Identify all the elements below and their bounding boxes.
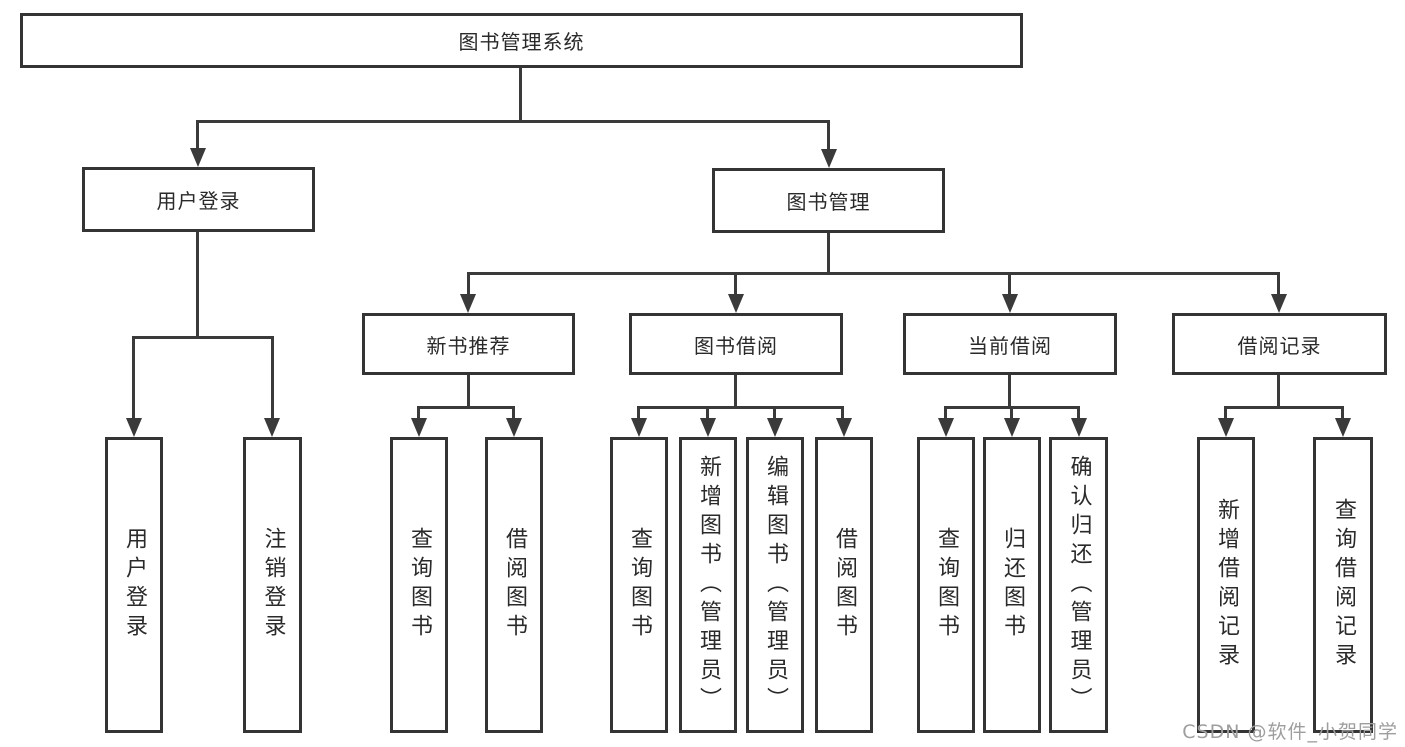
arrowhead-down-icon [631, 418, 647, 437]
connector-line [637, 406, 844, 409]
leaf-query-books-3: 查询图书 [917, 437, 975, 733]
node-borrow-records: 借阅记录 [1172, 313, 1387, 375]
node-current-borrowing: 当前借阅 [903, 313, 1117, 375]
connector-line [467, 375, 470, 409]
arrowhead-down-icon [1071, 418, 1087, 437]
leaf-confirm-return-admin: 确认归还（管理员） [1049, 437, 1108, 733]
connector-line [1277, 272, 1280, 297]
connector-line [706, 406, 709, 421]
leaf-label: 借阅图书 [502, 527, 527, 643]
leaf-label: 查询借阅记录 [1331, 498, 1356, 672]
connector-line [1224, 406, 1227, 421]
leaf-add-book-admin: 新增图书（管理员） [679, 437, 737, 733]
arrowhead-down-icon [264, 418, 280, 437]
connector-line [467, 272, 470, 297]
arrowhead-down-icon [836, 418, 852, 437]
connector-line [944, 406, 947, 421]
connector-line [773, 406, 776, 421]
connector-line [827, 233, 830, 275]
connector-line [1077, 406, 1080, 421]
node-user-login: 用户登录 [82, 167, 315, 232]
node-library-system: 图书管理系统 [20, 13, 1023, 68]
connector-line [196, 120, 830, 123]
leaf-query-books-2: 查询图书 [610, 437, 668, 733]
watermark: CSDN @软件_小贺同学 [1182, 721, 1398, 743]
leaf-user-login: 用户登录 [105, 437, 163, 733]
arrowhead-down-icon [411, 418, 427, 437]
connector-line [1008, 375, 1011, 409]
connector-line [417, 406, 420, 421]
connector-line [1010, 406, 1013, 421]
leaf-add-borrow-record: 新增借阅记录 [1197, 437, 1255, 733]
leaf-edit-book-admin: 编辑图书（管理员） [746, 437, 804, 733]
node-book-borrowing: 图书借阅 [629, 313, 843, 375]
arrowhead-down-icon [821, 149, 837, 168]
arrowhead-down-icon [767, 418, 783, 437]
leaf-label: 编辑图书（管理员） [763, 454, 788, 716]
arrowhead-down-icon [1271, 294, 1287, 313]
connector-line [734, 272, 737, 297]
connector-line [512, 406, 515, 421]
connector-line [196, 120, 199, 151]
arrowhead-down-icon [1218, 418, 1234, 437]
connector-line [1224, 406, 1344, 409]
leaf-query-books-1: 查询图书 [390, 437, 448, 733]
arrowhead-down-icon [1335, 418, 1351, 437]
connector-line [827, 120, 830, 151]
leaf-label: 借阅图书 [832, 527, 857, 643]
connector-line [132, 336, 135, 421]
connector-line [734, 375, 737, 409]
arrowhead-down-icon [126, 418, 142, 437]
connector-line [1008, 272, 1011, 297]
connector-line [417, 406, 515, 409]
arrowhead-down-icon [460, 294, 476, 313]
leaf-label: 新增图书（管理员） [696, 454, 721, 716]
connector-line [467, 272, 1280, 275]
leaf-query-borrow-record: 查询借阅记录 [1313, 437, 1373, 733]
connector-line [519, 68, 522, 122]
connector-line [1341, 406, 1344, 421]
arrowhead-down-icon [190, 148, 206, 167]
leaf-label: 查询图书 [627, 527, 652, 643]
leaf-label: 注销登录 [260, 527, 286, 643]
leaf-logout: 注销登录 [243, 437, 302, 733]
connector-line [841, 406, 844, 421]
leaf-borrow-books-2: 借阅图书 [815, 437, 873, 733]
leaf-label: 查询图书 [934, 527, 959, 643]
leaf-label: 归还图书 [1000, 527, 1025, 643]
arrowhead-down-icon [728, 294, 744, 313]
leaf-borrow-books-1: 借阅图书 [485, 437, 543, 733]
leaf-label: 查询图书 [407, 527, 432, 643]
node-book-management: 图书管理 [712, 168, 945, 233]
leaf-return-book: 归还图书 [983, 437, 1041, 733]
arrowhead-down-icon [700, 418, 716, 437]
leaf-label: 用户登录 [122, 527, 147, 643]
arrowhead-down-icon [506, 418, 522, 437]
node-new-book-recommend: 新书推荐 [362, 313, 575, 375]
connector-line [1277, 375, 1280, 409]
connector-line [132, 336, 274, 339]
arrowhead-down-icon [1004, 418, 1020, 437]
arrowhead-down-icon [1002, 294, 1018, 313]
connector-line [271, 336, 274, 421]
leaf-label: 确认归还（管理员） [1066, 454, 1092, 716]
leaf-label: 新增借阅记录 [1214, 498, 1239, 672]
connector-line [196, 232, 199, 339]
arrowhead-down-icon [938, 418, 954, 437]
connector-line [637, 406, 640, 421]
